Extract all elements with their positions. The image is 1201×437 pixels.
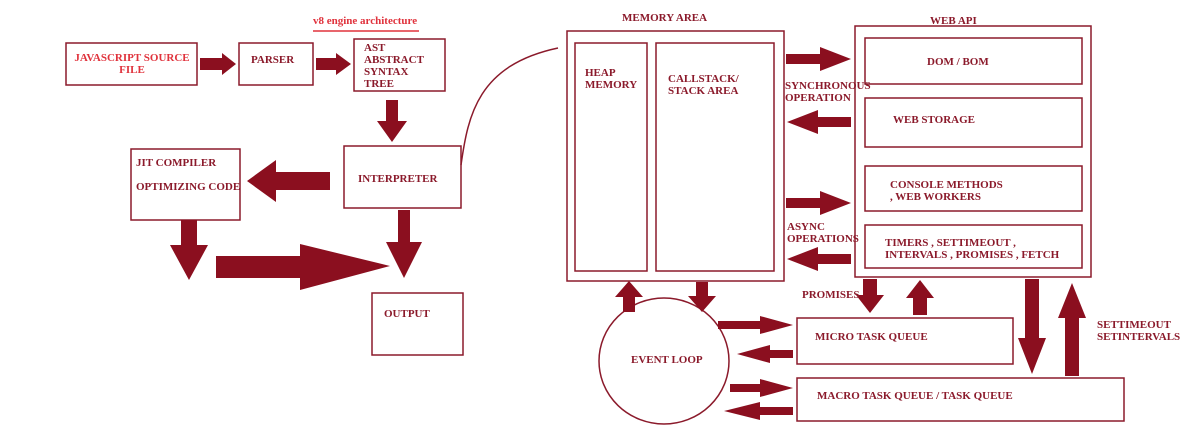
- event-loop-label: EVENT LOOP: [631, 354, 703, 366]
- arrow-settimeout-up: [1058, 283, 1086, 376]
- arrow-settimeout-down: [1018, 279, 1046, 374]
- webapi-box: [854, 25, 1092, 278]
- timers-label: TIMERS , SETTIMEOUT , INTERVALS , PROMIS…: [885, 237, 1060, 261]
- heap-box: [574, 42, 648, 272]
- timers-box: [864, 224, 1083, 269]
- js-source-box: [65, 42, 198, 86]
- micro-task-queue-box: [796, 317, 1014, 365]
- parser-label: PARSER: [251, 54, 295, 66]
- arrow-micro-to-eventloop: [737, 345, 793, 363]
- arrow-async-right: [786, 191, 851, 215]
- arrow-interpreter-to-output: [386, 210, 422, 278]
- parser-box: [238, 42, 314, 86]
- arrow-async-left: [787, 247, 851, 271]
- arrow-micro-up: [906, 280, 934, 315]
- micro-task-queue-label: MICRO TASK QUEUE: [815, 331, 928, 343]
- memory-area-title: MEMORY AREA: [622, 12, 708, 24]
- callstack-box: [655, 42, 775, 272]
- jit-label: JIT COMPILER OPTIMIZING CODE: [136, 157, 241, 193]
- callstack-label: CALLSTACK/ STACK AREA: [668, 73, 739, 97]
- output-label: OUTPUT: [384, 308, 430, 320]
- settimeout-label: SETTIMEOUT SETINTERVALS: [1097, 319, 1181, 343]
- arrow-sync-left: [787, 110, 851, 134]
- arrow-parser-to-ast: [316, 53, 351, 75]
- macro-task-queue-label: MACRO TASK QUEUE / TASK QUEUE: [817, 390, 1013, 402]
- console-label: CONSOLE METHODS , WEB WORKERS: [890, 179, 1003, 203]
- macro-task-queue-box: [796, 377, 1125, 422]
- memory-area-box: [566, 30, 785, 282]
- ast-label: AST ABSTRACT SYNTAX TREE: [364, 42, 424, 90]
- diagram-title: v8 engine architecture: [313, 15, 418, 27]
- arrow-sync-right: [786, 47, 851, 71]
- dom-bom-box: [864, 37, 1083, 85]
- arrow-callstack-down: [688, 282, 716, 312]
- promises-label: PROMISES: [802, 289, 860, 301]
- dom-bom-label: DOM / BOM: [927, 56, 989, 68]
- arrow-interpreter-to-jit: [247, 160, 330, 202]
- interpreter-box: [343, 145, 462, 209]
- arrow-eventloop-to-macro: [730, 379, 793, 397]
- arrow-eventloop-up: [615, 281, 643, 312]
- web-storage-box: [864, 97, 1083, 148]
- arrow-macro-to-eventloop: [724, 402, 793, 420]
- output-box: [371, 292, 464, 356]
- arrow-source-to-parser: [200, 53, 236, 75]
- arrow-eventloop-to-micro: [718, 316, 793, 334]
- arrow-ast-to-interpreter: [377, 100, 407, 142]
- connector-curve: [460, 47, 559, 166]
- webapi-title: WEB API: [930, 15, 977, 27]
- console-box: [864, 165, 1083, 212]
- js-source-label: JAVASCRIPT SOURCE FILE: [74, 52, 190, 76]
- sync-operation-label: SYNCHRONOUS OPERATION: [785, 80, 871, 104]
- interpreter-label: INTERPRETER: [358, 173, 438, 185]
- async-operations-label: ASYNC OPERATIONS: [787, 221, 859, 245]
- event-loop-circle: [598, 297, 730, 425]
- arrow-promises-down: [856, 279, 884, 313]
- arrow-jit-to-output: [216, 244, 390, 290]
- arrow-jit-down: [170, 220, 208, 280]
- web-storage-label: WEB STORAGE: [893, 114, 976, 126]
- arrows: [170, 47, 1086, 420]
- ast-box: [353, 38, 446, 92]
- heap-label: HEAP MEMORY: [585, 67, 638, 91]
